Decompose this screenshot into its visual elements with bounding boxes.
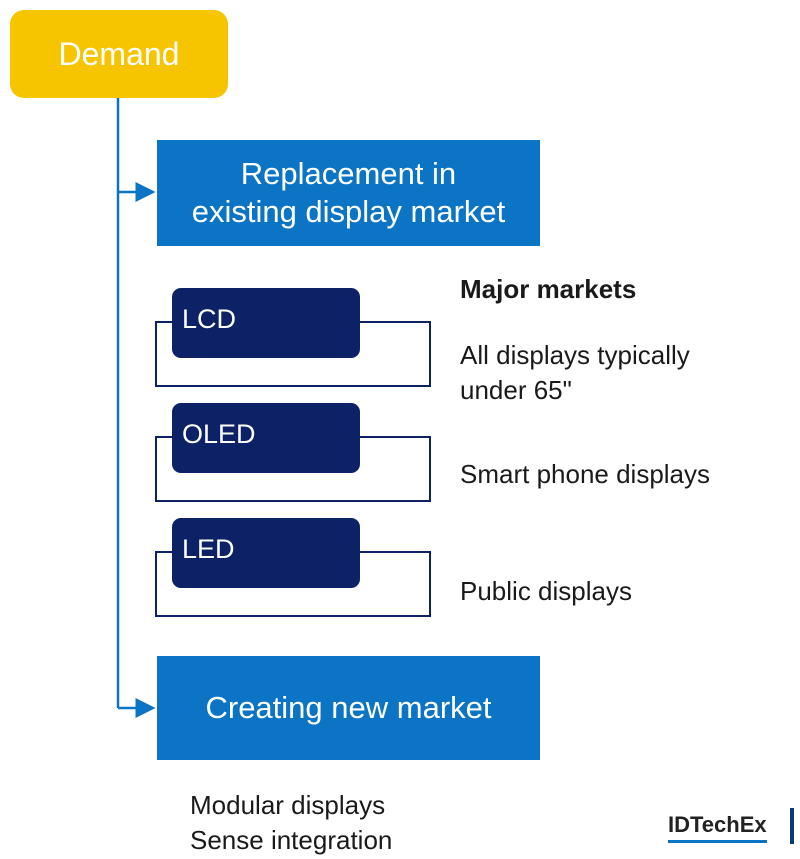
- market-led: Public displays: [460, 576, 632, 606]
- market-oled: Smart phone displays: [460, 459, 711, 489]
- replacement-label-line2: existing display market: [191, 194, 506, 229]
- new-market-modular: Modular displays: [190, 790, 386, 820]
- market-lcd-line2: under 65": [460, 375, 572, 405]
- logo-bar: [790, 808, 794, 844]
- new-market-sense: Sense integration: [190, 825, 393, 855]
- replacement-box: Replacement in existing display market: [157, 140, 540, 246]
- replacement-label-line1: Replacement in: [240, 156, 457, 191]
- idtechex-logo: IDTechEx: [668, 812, 767, 843]
- market-lcd: All displays typically under 65": [460, 338, 780, 408]
- bracket-oled: [155, 436, 431, 502]
- market-lcd-line1: All displays typically: [460, 340, 690, 370]
- tech-label-lcd: LCD: [182, 304, 237, 334]
- demand-label: Demand: [58, 35, 180, 72]
- tech-box-lcd: LCD: [172, 288, 360, 358]
- tech-box-oled: OLED: [172, 403, 360, 473]
- bracket-lcd: [155, 321, 431, 387]
- bracket-led: [155, 551, 431, 617]
- creating-box: Creating new market: [157, 656, 540, 760]
- demand-box: Demand: [10, 10, 228, 98]
- tech-box-led: LED: [172, 518, 360, 588]
- creating-label: Creating new market: [205, 690, 492, 725]
- markets-heading: Major markets: [460, 274, 637, 304]
- tech-label-oled: OLED: [182, 419, 256, 449]
- tech-label-led: LED: [182, 534, 235, 564]
